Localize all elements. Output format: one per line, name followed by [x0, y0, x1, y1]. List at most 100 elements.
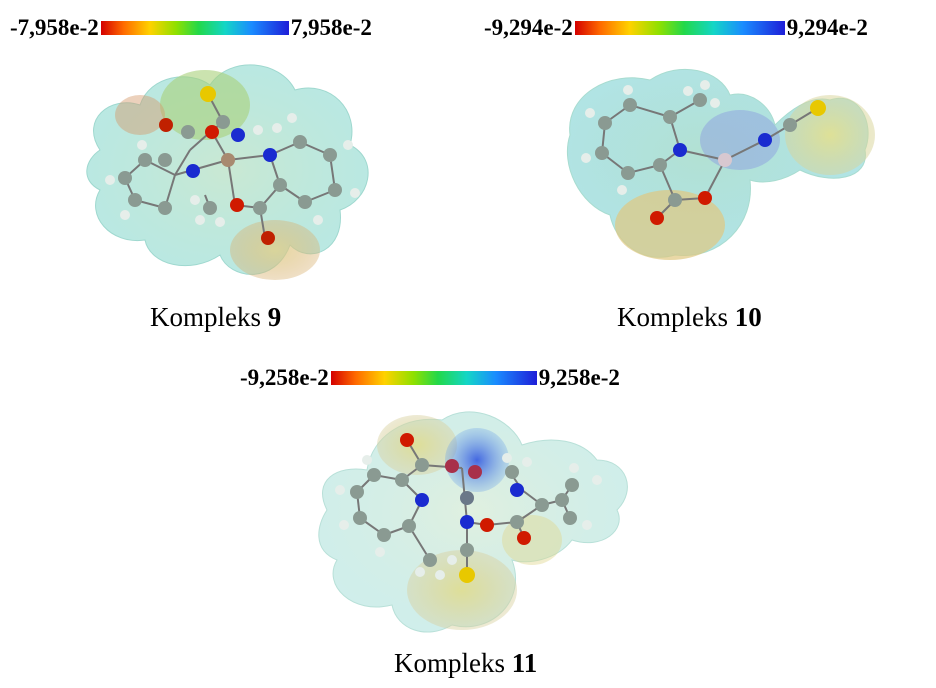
oxygen-atom — [445, 459, 459, 473]
carbon-atom — [460, 491, 474, 505]
atoms — [105, 86, 360, 245]
nitrogen-atom — [263, 148, 277, 162]
oxygen-atom — [159, 118, 173, 132]
carbon-atom — [138, 153, 152, 167]
carbon-atom — [621, 166, 635, 180]
oxygen-atom — [698, 191, 712, 205]
hydrogen-atom — [683, 86, 693, 96]
hydrogen-atom — [502, 453, 512, 463]
carbon-atom — [423, 553, 437, 567]
nitrogen-atom — [186, 164, 200, 178]
carbon-atom — [623, 98, 637, 112]
positive-region — [700, 110, 780, 170]
carbon-atom — [402, 519, 416, 533]
metal-atom — [718, 153, 732, 167]
oxygen-atom — [650, 211, 664, 225]
caption-kompleks-10: Kompleks 10 — [617, 302, 762, 333]
carbon-atom — [367, 468, 381, 482]
carbon-atom — [158, 153, 172, 167]
nitrogen-atom — [460, 515, 474, 529]
oxygen-atom — [205, 125, 219, 139]
color-scale-kompleks-11: -9,258e-2 9,258e-2 — [240, 364, 620, 392]
oxygen-atom — [468, 465, 482, 479]
carbon-atom — [253, 201, 267, 215]
hydrogen-atom — [362, 455, 372, 465]
caption-prefix: Kompleks — [617, 302, 728, 332]
carbon-atom — [535, 498, 549, 512]
carbon-atom — [203, 201, 217, 215]
negative-region — [230, 220, 320, 280]
hydrogen-atom — [105, 175, 115, 185]
carbon-atom — [395, 473, 409, 487]
nitrogen-atom — [758, 133, 772, 147]
nitrogen-atom — [231, 128, 245, 142]
hydrogen-atom — [447, 555, 457, 565]
carbon-atom — [377, 528, 391, 542]
carbon-atom — [663, 110, 677, 124]
scale-max-label: 9,258e-2 — [538, 365, 620, 390]
negative-region — [615, 190, 725, 260]
oxygen-atom — [400, 433, 414, 447]
caption-kompleks-11: Kompleks 11 — [394, 648, 537, 679]
carbon-atom — [563, 511, 577, 525]
carbon-atom — [668, 193, 682, 207]
carbon-atom — [505, 465, 519, 479]
negative-region — [115, 95, 165, 135]
carbon-atom — [323, 148, 337, 162]
carbon-atom — [158, 201, 172, 215]
negative-region — [407, 550, 517, 630]
hydrogen-atom — [415, 567, 425, 577]
hydrogen-atom — [339, 520, 349, 530]
carbon-atom — [273, 178, 287, 192]
hydrogen-atom — [592, 475, 602, 485]
carbon-atom — [128, 193, 142, 207]
caption-number: 10 — [734, 302, 762, 332]
nitrogen-atom — [415, 493, 429, 507]
positive-region — [445, 428, 509, 492]
oxygen-atom — [261, 231, 275, 245]
hydrogen-atom — [522, 457, 532, 467]
hydrogen-atom — [617, 185, 627, 195]
oxygen-atom — [517, 531, 531, 545]
caption-prefix: Kompleks — [394, 648, 505, 678]
sulfur-atom — [810, 100, 826, 116]
hydrogen-atom — [375, 547, 385, 557]
carbon-atom — [653, 158, 667, 172]
carbon-atom — [415, 458, 429, 472]
carbon-atom — [181, 125, 195, 139]
color-scale-kompleks-10: -9,294e-2 9,294e-2 — [484, 14, 868, 42]
hydrogen-atom — [710, 98, 720, 108]
hydrogen-atom — [350, 188, 360, 198]
mep-surface-kompleks-10 — [566, 68, 875, 260]
caption-number: 11 — [511, 648, 538, 678]
hydrogen-atom — [343, 140, 353, 150]
carbon-atom — [353, 511, 367, 525]
carbon-atom — [460, 543, 474, 557]
carbon-atom — [118, 171, 132, 185]
hydrogen-atom — [195, 215, 205, 225]
caption-prefix: Kompleks — [150, 302, 261, 332]
oxygen-atom — [230, 198, 244, 212]
hydrogen-atom — [581, 153, 591, 163]
carbon-atom — [298, 195, 312, 209]
hydrogen-atom — [253, 125, 263, 135]
hydrogen-atom — [582, 520, 592, 530]
hydrogen-atom — [215, 217, 225, 227]
nitrogen-atom — [673, 143, 687, 157]
scale-min-label: -9,258e-2 — [240, 365, 329, 390]
negative-region — [377, 415, 457, 475]
hydrogen-atom — [700, 80, 710, 90]
scale-max-label: 7,958e-2 — [290, 15, 372, 40]
scale-min-label: -9,294e-2 — [484, 15, 573, 40]
hydrogen-atom — [287, 113, 297, 123]
carbon-atom — [783, 118, 797, 132]
atoms — [581, 80, 826, 225]
hydrogen-atom — [313, 215, 323, 225]
scale-min-label: -7,958e-2 — [10, 15, 99, 40]
hydrogen-atom — [190, 195, 200, 205]
color-scale-bar — [574, 21, 785, 35]
caption-kompleks-9: Kompleks 9 — [150, 302, 281, 333]
hydrogen-atom — [623, 85, 633, 95]
carbon-atom — [595, 146, 609, 160]
hydrogen-atom — [335, 485, 345, 495]
